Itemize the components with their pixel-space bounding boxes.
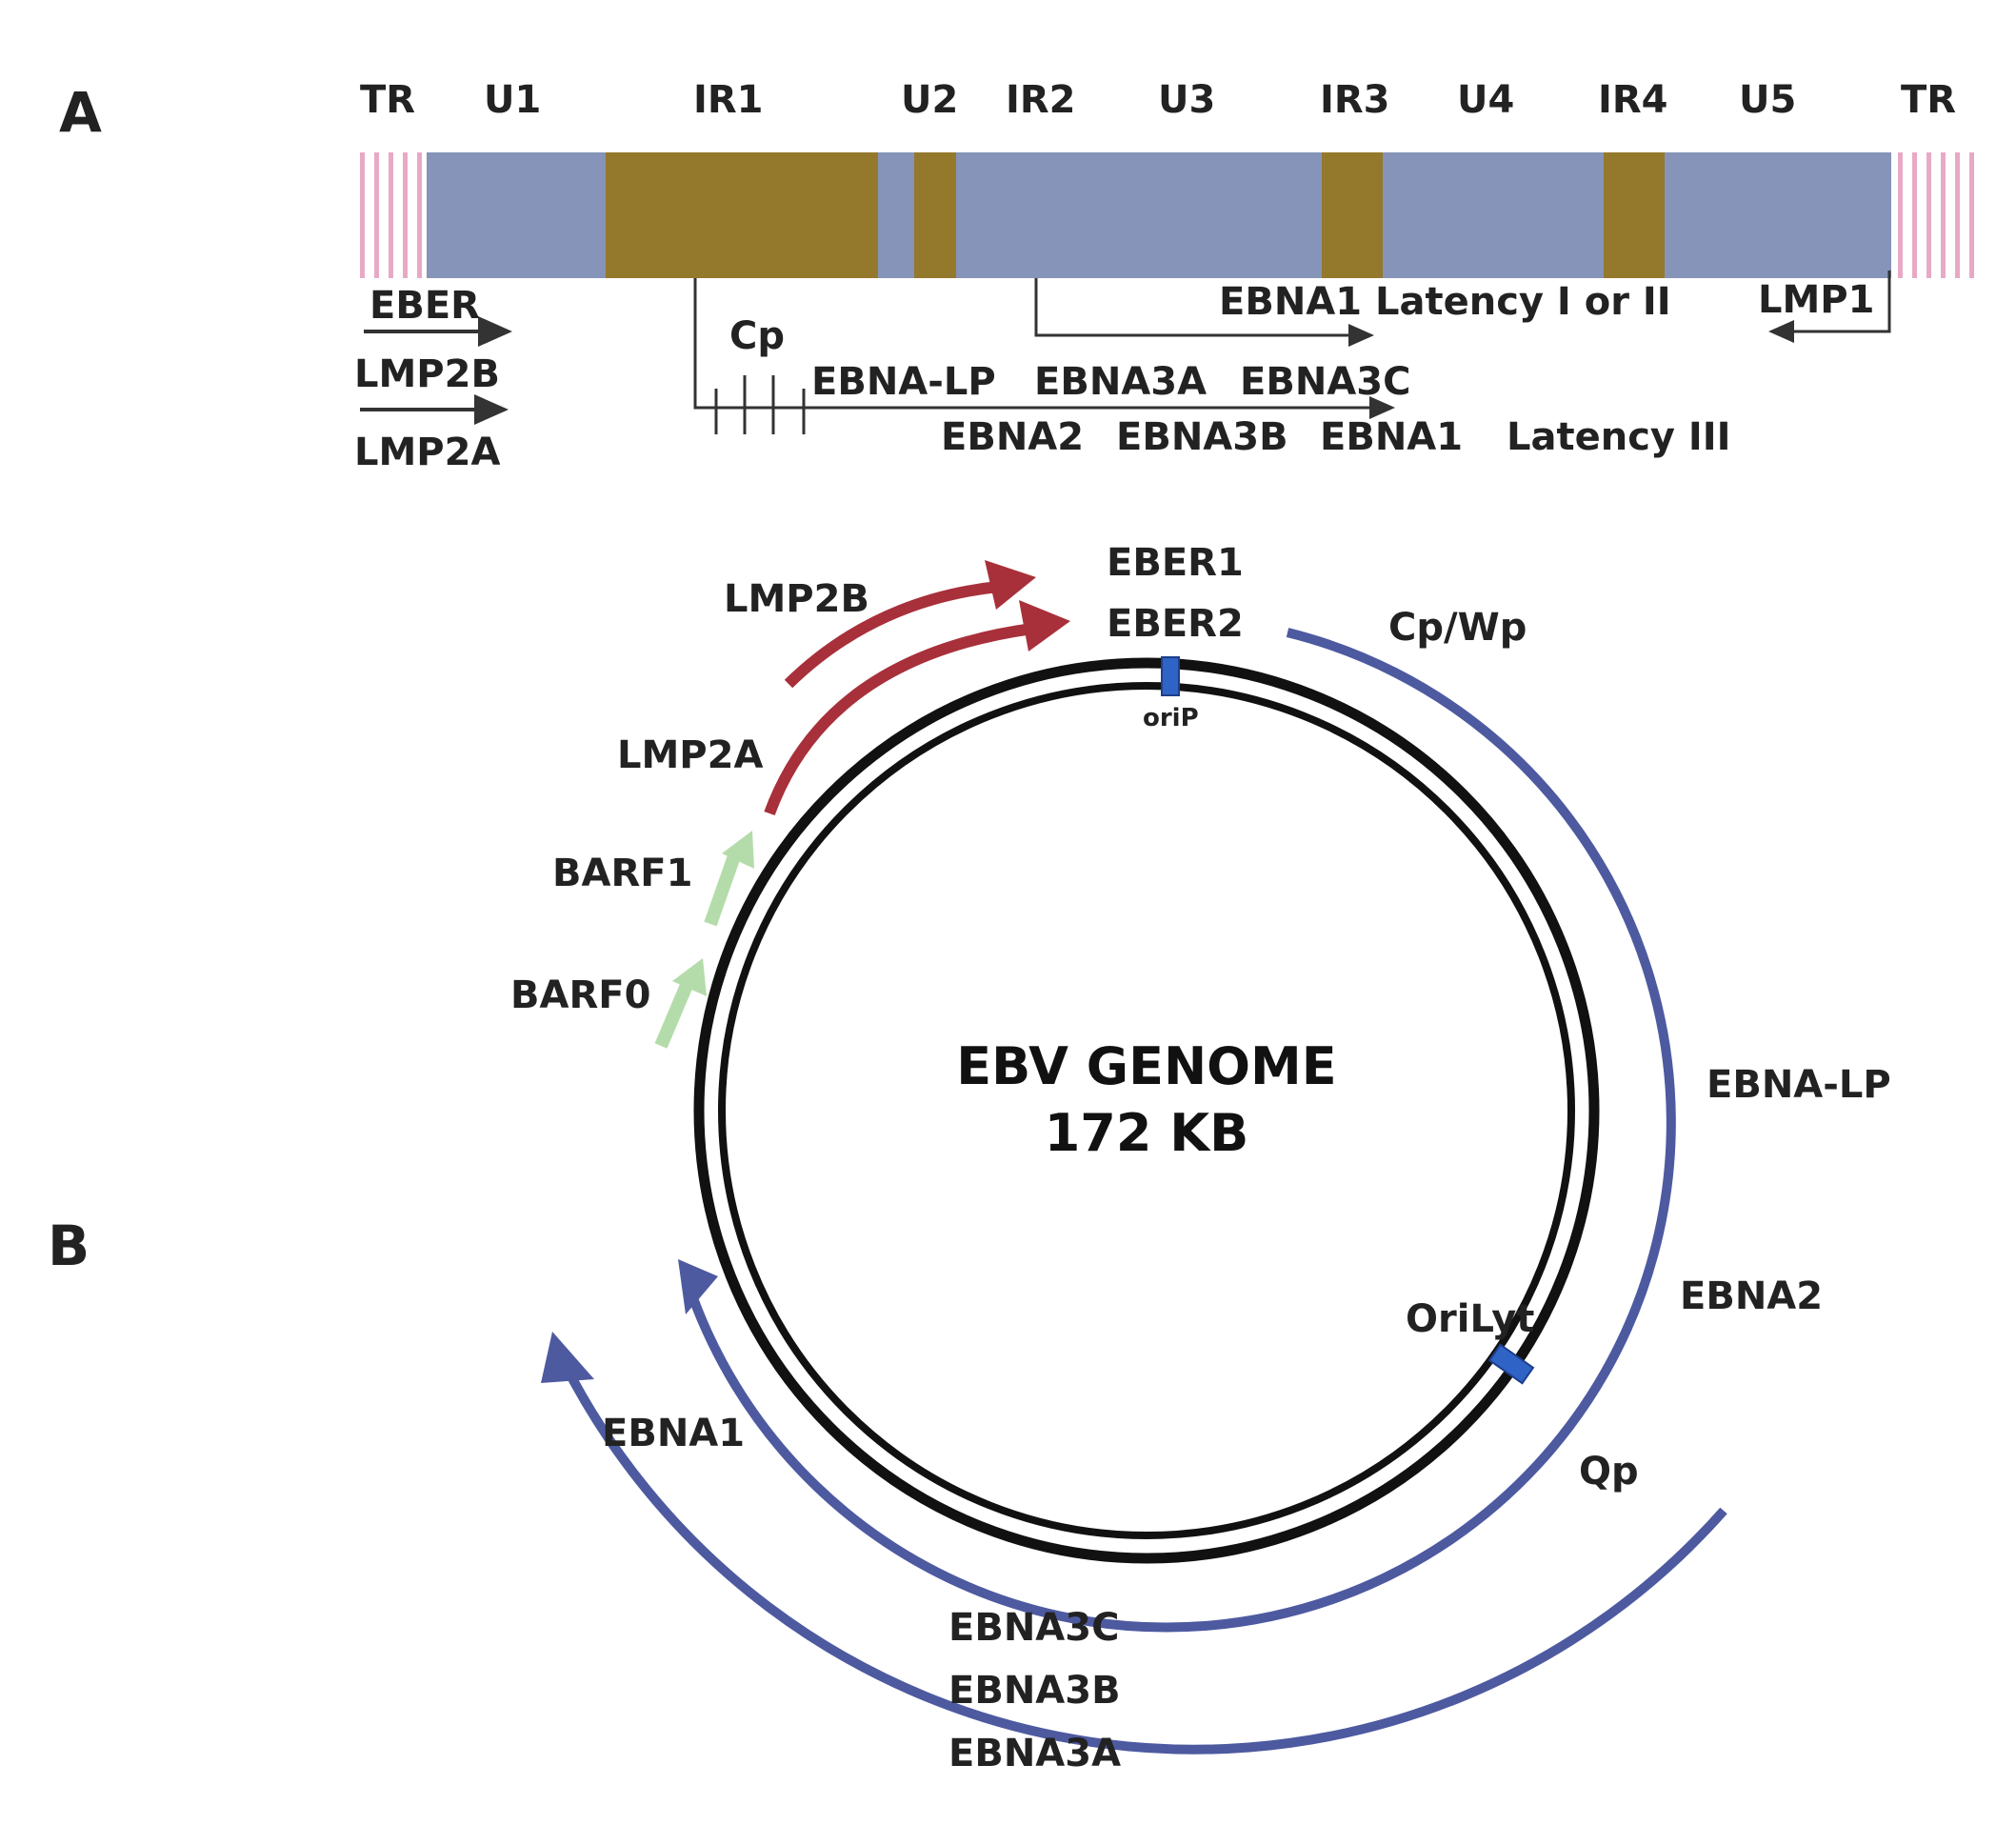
orip-marker: [1161, 656, 1180, 696]
ir1-block: [606, 152, 878, 278]
lmp1-arrow: [1768, 271, 1891, 343]
region-label-ir3: IR3: [1320, 78, 1390, 122]
label-ebna3a-b: EBNA3A: [948, 1732, 1121, 1775]
label-eber: EBER: [369, 284, 480, 328]
u2-repeat-block: [914, 152, 956, 278]
label-ebna1-latency: EBNA1 Latency I or II: [1219, 280, 1671, 324]
label-ebna3c-b: EBNA3C: [948, 1606, 1119, 1650]
genome-linear-bar: [360, 152, 1974, 278]
cp-promoter-ticks: [714, 375, 806, 434]
ori-markers: [1161, 656, 1535, 1385]
region-label-u3: U3: [1158, 78, 1215, 122]
region-label-ir4: IR4: [1598, 78, 1668, 122]
barf1-arrowhead: [722, 831, 754, 869]
label-ebna2: EBNA2: [941, 415, 1084, 459]
region-label-u5: U5: [1739, 78, 1796, 122]
label-ebna1: EBNA1: [1320, 415, 1463, 459]
panel-a-gene-labels: EBER LMP2B LMP2A Cp EBNA1 Latency I or I…: [354, 278, 1874, 474]
lmp2b-arc: [784, 581, 999, 689]
qp-ebna-arc: [559, 1359, 1727, 1755]
region-label-u1: U1: [484, 78, 541, 122]
ebna-arcs: [541, 628, 1727, 1755]
genome-title-line1: EBV GENOME: [956, 1036, 1336, 1096]
region-label-ir1: IR1: [693, 78, 764, 122]
label-qp: Qp: [1579, 1450, 1639, 1494]
label-ebna3c: EBNA3C: [1240, 360, 1410, 404]
region-label-tr-right: TR: [1901, 78, 1956, 122]
label-cpwp: Cp/Wp: [1388, 606, 1527, 650]
label-orip: oriP: [1143, 704, 1199, 732]
label-barf1: BARF1: [552, 852, 692, 895]
latency3-arrow: [693, 278, 1395, 419]
lmp2a-arrowhead: [1019, 600, 1070, 652]
label-ebna3a: EBNA3A: [1034, 360, 1207, 404]
qp-ebna-arrowhead: [541, 1332, 594, 1383]
lmp2-arcs: [764, 560, 1070, 816]
label-eber1: EBER1: [1107, 541, 1244, 585]
label-ebna2-b: EBNA2: [1680, 1274, 1823, 1318]
label-ebna-lp: EBNA-LP: [811, 360, 996, 404]
barf0-arrow-shaft: [654, 980, 694, 1049]
label-barf0: BARF0: [510, 973, 650, 1017]
lmp2b-arrowhead: [985, 560, 1036, 610]
barf0-arrowhead: [672, 958, 707, 996]
genome-ring-inner: [718, 682, 1575, 1539]
panel-b-letter: B: [48, 1213, 90, 1278]
cpwp-ebna-arrowhead: [678, 1259, 718, 1314]
panel-a-letter: A: [59, 80, 102, 145]
label-ebna3b-b: EBNA3B: [948, 1669, 1121, 1713]
label-lmp2a-b: LMP2A: [617, 733, 763, 777]
panel-a-transcripts: [360, 271, 1891, 434]
region-label-u2: U2: [901, 78, 958, 122]
label-cp: Cp: [729, 314, 785, 358]
label-latency3: Latency III: [1507, 415, 1731, 459]
label-lmp2a: LMP2A: [354, 431, 500, 474]
terminal-repeat-right: [1898, 152, 1974, 278]
terminal-repeat-left: [360, 152, 422, 278]
barf-arrows: [654, 831, 754, 1049]
label-ebna-lp-b: EBNA-LP: [1707, 1063, 1891, 1107]
label-lmp2b-b: LMP2B: [724, 577, 869, 621]
cpwp-ebna-arc: [683, 628, 1676, 1633]
genome-title-line2: 172 KB: [1045, 1103, 1249, 1163]
region-label-ir2: IR2: [1006, 78, 1076, 122]
ebna1-latency-arrow: [1034, 278, 1374, 347]
panel-b-labels: EBER1 EBER2 Cp/Wp LMP2B LMP2A BARF1 BARF…: [510, 541, 1891, 1775]
region-label-u4: U4: [1457, 78, 1514, 122]
label-ebna1-b: EBNA1: [602, 1412, 745, 1455]
ir3-block: [1322, 152, 1383, 278]
label-eber2: EBER2: [1107, 602, 1244, 646]
label-lmp2b: LMP2B: [354, 352, 500, 396]
genome-ring: [693, 657, 1600, 1564]
barf1-arrow-shaft: [704, 851, 742, 927]
label-ebna3b: EBNA3B: [1116, 415, 1288, 459]
ir4-block: [1604, 152, 1665, 278]
label-lmp1: LMP1: [1758, 278, 1874, 322]
region-label-tr-left: TR: [360, 78, 415, 122]
lmp2a-arc: [764, 623, 1033, 816]
region-labels: TR U1 IR1 U2 IR2 U3 IR3 U4 IR4 U5 TR: [360, 78, 1956, 122]
genome-ring-outer: [693, 657, 1600, 1564]
orilyt-marker: [1487, 1343, 1535, 1385]
label-orilyt: OriLyt: [1406, 1297, 1534, 1341]
